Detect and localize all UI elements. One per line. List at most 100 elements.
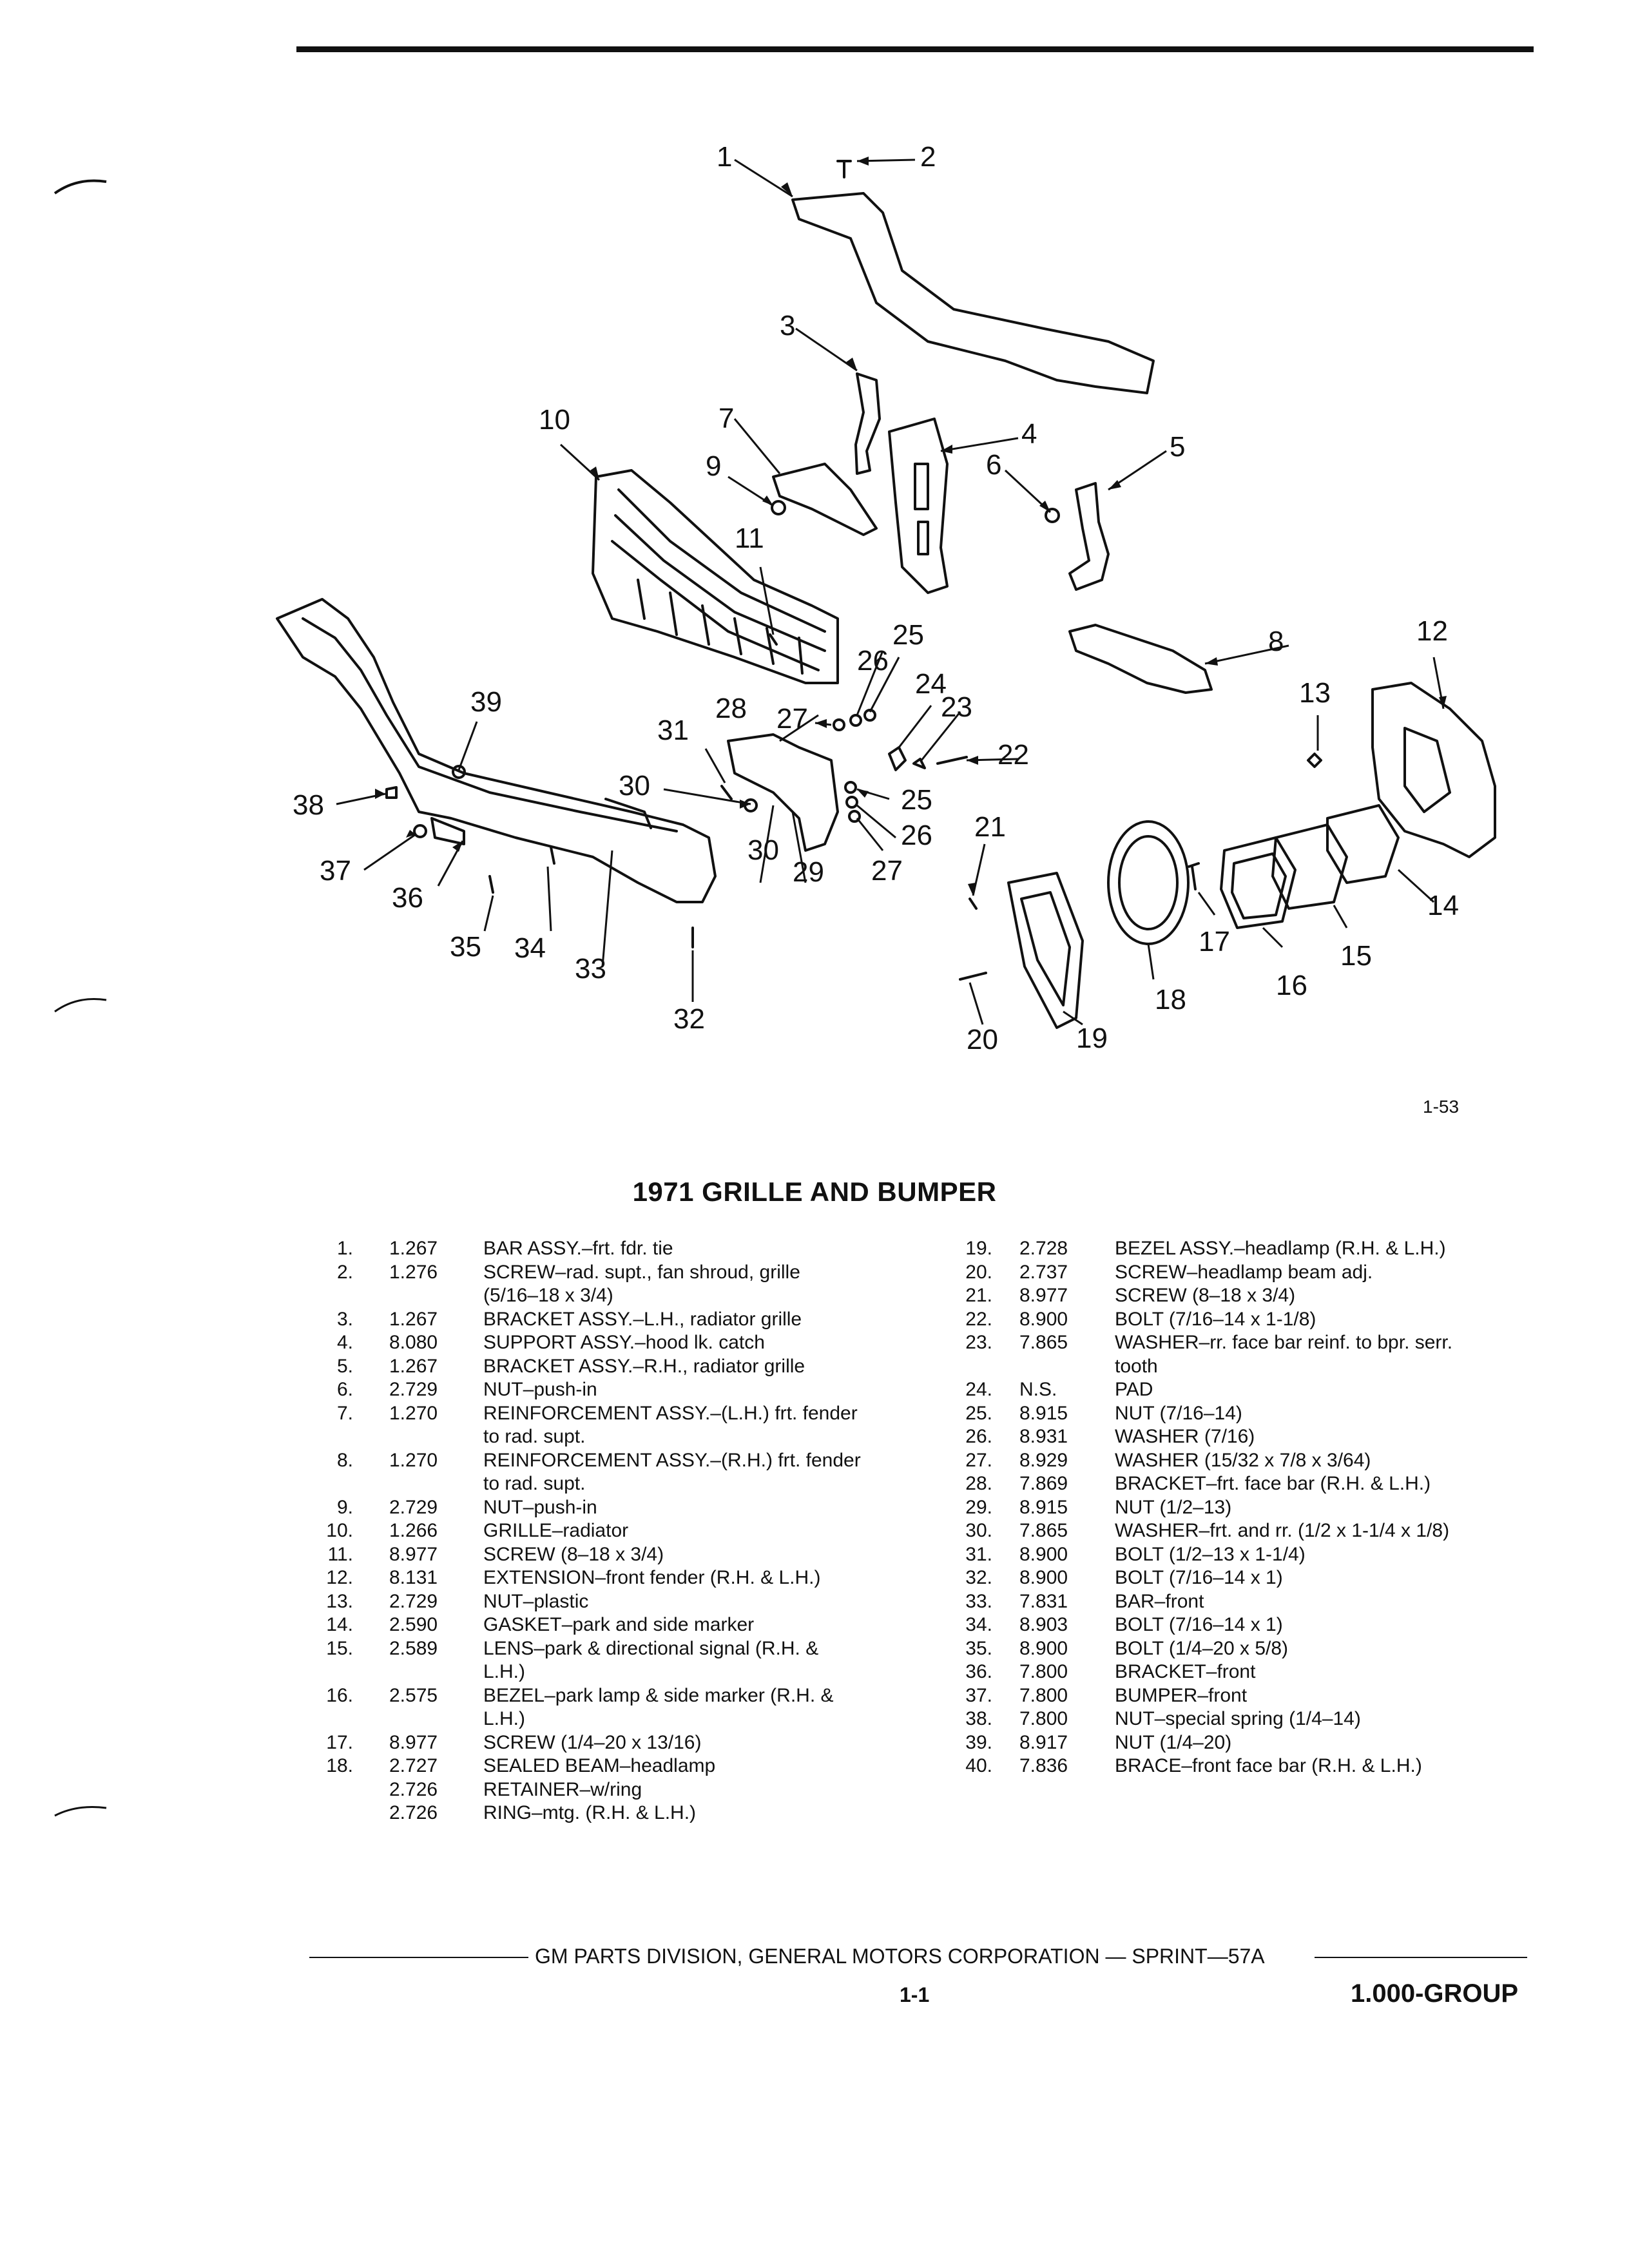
part-num: 8. — [336, 1449, 353, 1471]
part-num: 2. — [336, 1261, 353, 1283]
part-code: 8.977 — [389, 1543, 438, 1565]
washer-27b-part — [848, 810, 861, 823]
part-desc: SUPPORT ASSY.–hood lk. catch — [483, 1332, 765, 1353]
part-num: 30. — [965, 1520, 992, 1541]
part-desc: BAR ASSY.–frt. fdr. tie — [483, 1238, 673, 1259]
part-code: 2.726 — [389, 1778, 438, 1800]
part-desc: BEZEL ASSY.–headlamp (R.H. & L.H.) — [1115, 1238, 1446, 1259]
part-desc: BOLT (7/16–14 x 1) — [1115, 1567, 1283, 1588]
part-code: 2.737 — [1019, 1261, 1068, 1283]
callout-37: 37 — [320, 855, 351, 887]
callout-30b: 30 — [619, 770, 650, 802]
part-code: 1.267 — [389, 1355, 438, 1377]
part-num: 6. — [336, 1379, 353, 1400]
callout-21: 21 — [974, 811, 1006, 843]
washer-27-part — [833, 718, 845, 731]
callout-15: 15 — [1340, 940, 1372, 972]
callout-9: 9 — [706, 450, 722, 482]
part-num: 32. — [965, 1567, 992, 1588]
part-code: 8.900 — [1019, 1567, 1068, 1588]
part-code: 1.266 — [389, 1520, 438, 1541]
part-num: 5. — [336, 1355, 353, 1377]
part-num: 11. — [327, 1543, 353, 1565]
callout-24: 24 — [915, 668, 947, 700]
callout-29: 29 — [793, 856, 824, 888]
callout-3: 3 — [780, 310, 796, 341]
part-num: 17. — [326, 1731, 353, 1753]
screw-17-part — [1188, 862, 1200, 890]
callout-33: 33 — [575, 953, 606, 985]
screw-2-part — [836, 160, 852, 178]
part-desc: WASHER (15/32 x 7/8 x 3/64) — [1115, 1449, 1371, 1471]
callout-13: 13 — [1299, 677, 1331, 709]
bracket-28-part — [727, 733, 839, 852]
part-num: 3. — [336, 1308, 353, 1330]
part-code: 2.729 — [389, 1379, 438, 1400]
exploded-parts-diagram — [276, 157, 1496, 1029]
part-desc: BAR–front — [1115, 1590, 1204, 1612]
part-code: 2.728 — [1019, 1238, 1068, 1259]
part-code: 8.917 — [1019, 1731, 1068, 1753]
part-num: 19. — [965, 1238, 992, 1259]
part-code: 7.865 — [1019, 1520, 1068, 1541]
part-num: 18. — [326, 1755, 353, 1776]
part-desc: BEZEL–park lamp & side marker (R.H. & — [483, 1684, 834, 1706]
part-num: 34. — [965, 1614, 992, 1635]
callout-17: 17 — [1199, 926, 1230, 957]
part-num: 38. — [965, 1708, 992, 1729]
callout-12: 12 — [1416, 615, 1448, 647]
reinforcement-7-part — [772, 463, 878, 536]
part-desc: L.H.) — [483, 1708, 526, 1729]
part-desc: to rad. supt. — [483, 1473, 586, 1494]
part-num: 40. — [965, 1755, 992, 1776]
part-num: 26. — [965, 1426, 992, 1447]
callout-38: 38 — [293, 789, 324, 821]
callout-39: 39 — [470, 686, 502, 718]
part-desc: (5/16–18 x 3/4) — [483, 1285, 613, 1306]
part-code: 2.590 — [389, 1614, 438, 1635]
footer-rule-right — [1315, 1957, 1527, 1958]
part-num: 10. — [326, 1520, 353, 1541]
part-code: 7.836 — [1019, 1755, 1068, 1776]
callout-22: 22 — [998, 739, 1029, 771]
bracket-5-part — [1068, 482, 1110, 591]
bolt-31-part — [720, 785, 733, 800]
part-num: 12. — [326, 1567, 353, 1588]
part-num: 33. — [965, 1590, 992, 1612]
screw-21-part — [969, 898, 978, 910]
part-desc: BOLT (1/2–13 x 1-1/4) — [1115, 1543, 1306, 1565]
part-desc: NUT–plastic — [483, 1590, 589, 1612]
nut-39-part — [452, 765, 466, 779]
callout-35: 35 — [450, 931, 481, 963]
bumper-37-part — [413, 824, 427, 838]
part-desc: GASKET–park and side marker — [483, 1614, 755, 1635]
part-code: 7.800 — [1019, 1661, 1068, 1682]
callout-26: 26 — [857, 645, 889, 677]
part-num: 37. — [965, 1684, 992, 1706]
headlamp-bezel-19-part — [1007, 872, 1084, 1029]
fender-extension-12-part — [1371, 682, 1496, 858]
part-code: 8.131 — [389, 1567, 438, 1588]
part-desc: NUT–push-in — [483, 1379, 597, 1400]
gasket-14-part — [1326, 804, 1400, 884]
part-desc: EXTENSION–front fender (R.H. & L.H.) — [483, 1567, 821, 1588]
grille-10-part — [592, 469, 839, 684]
scan-mark-1 — [53, 179, 107, 195]
scan-mark-2 — [54, 997, 107, 1013]
figure-number: 1-53 — [1423, 1097, 1460, 1117]
part-desc: tooth — [1115, 1355, 1158, 1377]
bracket-36-part — [430, 817, 465, 845]
part-code: 8.915 — [1019, 1402, 1068, 1424]
part-desc: REINFORCEMENT ASSY.–(R.H.) frt. fender — [483, 1449, 861, 1471]
part-code: 7.831 — [1019, 1590, 1068, 1612]
callout-23: 23 — [941, 691, 972, 723]
part-num: 22. — [965, 1308, 992, 1330]
part-code: 1.270 — [389, 1402, 438, 1424]
callout-14: 14 — [1427, 890, 1459, 921]
part-desc: NUT (1/2–13) — [1115, 1496, 1232, 1518]
part-desc: BRACKET–frt. face bar (R.H. & L.H.) — [1115, 1473, 1431, 1494]
part-desc: BUMPER–front — [1115, 1684, 1248, 1706]
part-code: 2.726 — [389, 1802, 438, 1823]
callout-32: 32 — [673, 1003, 705, 1035]
part-num: 16. — [326, 1684, 353, 1706]
